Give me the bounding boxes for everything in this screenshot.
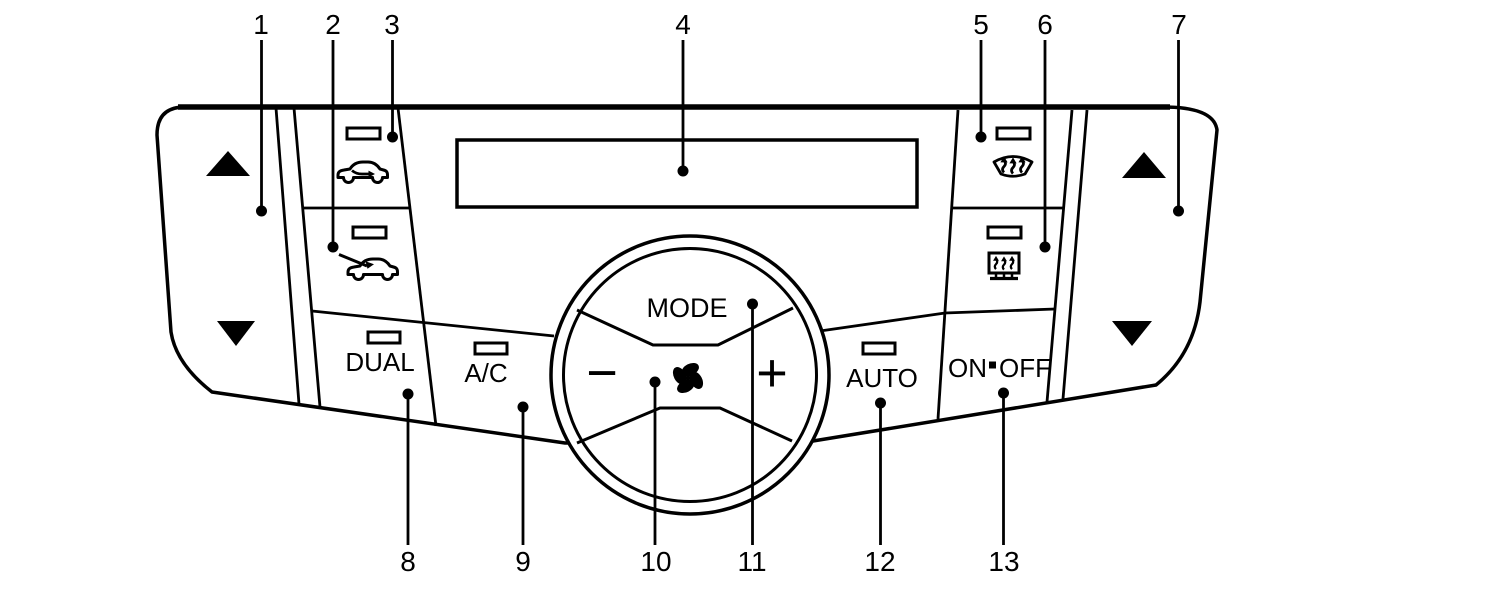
callout-12-dot (875, 397, 886, 409)
fan-increase-label: + (756, 343, 788, 403)
right-separator-band (1045, 109, 1089, 403)
intake-column-right-edge (396, 107, 438, 427)
windshield-defrost-indicator-light (995, 126, 1032, 141)
callout-3-label: 3 (384, 9, 400, 40)
rear-defrost-button (986, 225, 1023, 281)
callout-4-label: 4 (675, 9, 691, 40)
windshield-defrost-button (992, 126, 1034, 178)
driver-temperature-control (206, 151, 255, 346)
callout-7-label: 7 (1171, 9, 1187, 40)
callout-11: 11 (737, 298, 767, 577)
callout-12: 12 (864, 397, 896, 577)
callout-8-dot (402, 388, 414, 400)
temperature-down-icon (1112, 321, 1152, 346)
ac-button: A/C (464, 341, 509, 388)
defrost-column-left-edge (936, 109, 960, 420)
callout-13-dot (998, 387, 1009, 399)
rear-defrost-indicator-light (986, 225, 1023, 240)
callout-10-dot (649, 376, 661, 388)
callout-6-label: 6 (1037, 9, 1053, 40)
callout-5: 5 (973, 9, 989, 143)
callout-7: 7 (1171, 9, 1187, 217)
callout-9: 9 (515, 401, 531, 577)
callout-12-label: 12 (864, 546, 895, 577)
dual-indicator-light (366, 330, 402, 345)
fresh-air-indicator-light (351, 225, 388, 240)
callout-9-label: 9 (515, 546, 531, 577)
callout-10: 10 (640, 376, 672, 577)
ac-button-label: A/C (464, 358, 507, 388)
on-label: ON (948, 353, 987, 383)
left-bottom-row-top-line (311, 309, 555, 338)
callout-1-dot (256, 205, 267, 217)
recirculation-icon (336, 160, 389, 184)
callout-5-label: 5 (973, 9, 989, 40)
recirculation-button (336, 126, 389, 184)
callout-2-label: 2 (325, 9, 341, 40)
callout-6: 6 (1037, 9, 1053, 253)
callout-10-label: 10 (640, 546, 671, 577)
auto-indicator-light (861, 341, 897, 356)
callout-1-label: 1 (253, 9, 269, 40)
callout-9-dot (517, 401, 529, 413)
passenger-temperature-control (1112, 152, 1166, 346)
callout-8: 8 (400, 388, 416, 577)
callout-13: 13 (988, 387, 1020, 577)
callout-4: 4 (675, 9, 691, 177)
dual-button: DUAL (345, 330, 415, 377)
ac-indicator-light (473, 341, 509, 356)
left-separator-band (274, 107, 322, 408)
callout-11-dot (747, 298, 758, 310)
fan-decrease-label: − (586, 343, 618, 403)
right-bottom-row-top-line (819, 307, 1056, 333)
recirculation-indicator-light (345, 126, 382, 141)
on-off-separator-icon (989, 361, 996, 369)
dial-inner-ring (562, 247, 818, 503)
temperature-up-icon (1122, 152, 1166, 178)
mode-button-label: MODE (647, 293, 728, 323)
auto-button: AUTO (846, 341, 918, 393)
callout-2: 2 (325, 9, 341, 253)
off-label: OFF (999, 353, 1051, 383)
panel: DUAL A/C AUTO ON OFF MODE − + (155, 104, 1219, 516)
callout-3: 3 (384, 9, 400, 143)
temperature-up-icon (206, 151, 250, 176)
fan-icon (672, 362, 704, 394)
callout-8-label: 8 (400, 546, 416, 577)
fresh-air-button (338, 225, 399, 281)
callout-7-dot (1173, 205, 1184, 217)
callout-1: 1 (253, 9, 269, 217)
callout-6-dot (1039, 241, 1051, 253)
callout-11-label: 11 (737, 546, 766, 577)
auto-button-label: AUTO (846, 363, 918, 393)
callout-13-label: 13 (988, 546, 1019, 577)
callout-3-dot (387, 131, 398, 143)
dial-lower-divider (576, 406, 793, 445)
rear-defrost-icon (987, 251, 1021, 281)
mode-fan-dial: MODE − + (549, 234, 831, 516)
windshield-defrost-icon (992, 155, 1034, 178)
dual-button-label: DUAL (345, 347, 414, 377)
fresh-air-icon (338, 253, 399, 281)
dial-upper-divider (576, 306, 794, 347)
callouts: 1 2 3 4 5 6 7 (253, 9, 1187, 577)
temperature-down-icon (217, 321, 255, 346)
on-off-button: ON OFF (948, 353, 1051, 383)
callout-4-dot (677, 165, 689, 177)
callout-2-dot (327, 241, 339, 253)
callout-5-dot (975, 131, 987, 143)
